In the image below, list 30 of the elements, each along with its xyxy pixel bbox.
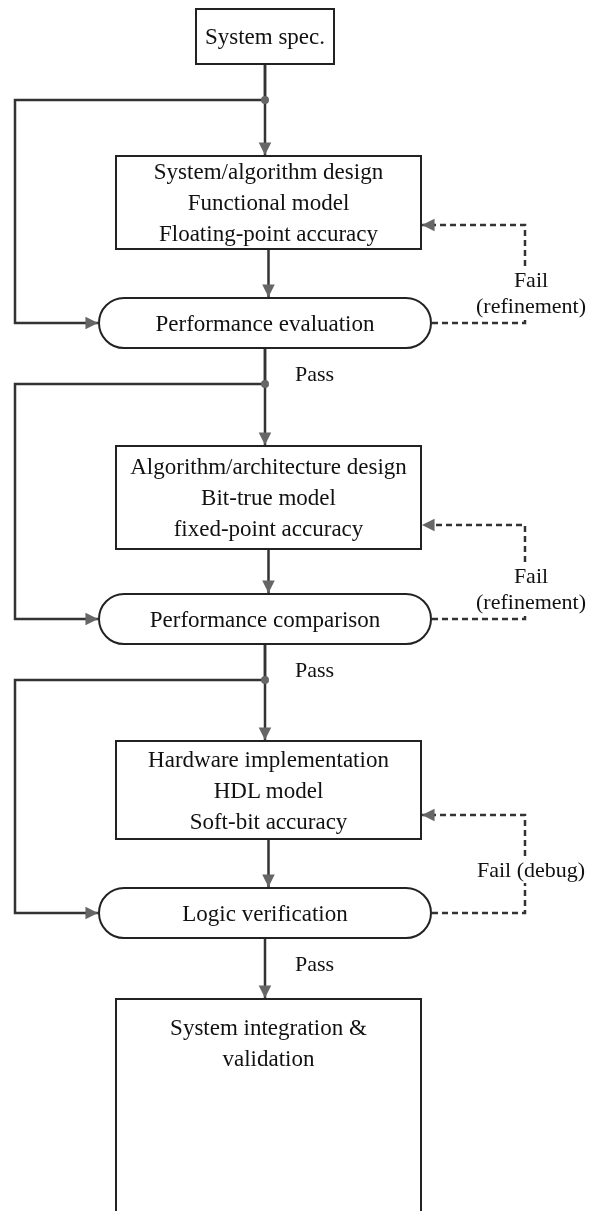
- arrow: [13, 65, 267, 330]
- terminal-box: [98, 887, 432, 939]
- node-label: Floating-point accuracy: [158, 220, 379, 248]
- node-label: System spec.: [204, 23, 326, 51]
- node-label: Bit-true model: [201, 484, 336, 512]
- dashed-arrow: [421, 808, 527, 915]
- node-label: HDL model: [213, 776, 324, 805]
- node-label: Algorithm/architecture design: [130, 453, 407, 481]
- process-box: [115, 998, 422, 1211]
- arrow: [258, 939, 272, 999]
- process-box: [115, 155, 422, 250]
- node-label: Soft-bit accuracy: [189, 807, 348, 836]
- terminal-box: [98, 593, 432, 645]
- node-label: Hardware implementation: [148, 745, 389, 774]
- node-label: Performance comparison: [149, 605, 381, 634]
- arrow: [262, 250, 275, 298]
- process-box: [195, 8, 335, 65]
- node-label: Logic verification: [182, 899, 348, 928]
- arrow: [13, 349, 267, 626]
- node-label: Functional model: [187, 189, 350, 217]
- terminal-box: [98, 297, 432, 349]
- arrow: [262, 840, 275, 888]
- process-box: [115, 445, 422, 550]
- arrow: [262, 550, 275, 594]
- node-label: System integration & validation: [169, 1014, 368, 1073]
- process-box: [115, 740, 422, 840]
- node-label: System/algorithm design: [153, 158, 384, 186]
- node-label: fixed-point accuracy: [173, 515, 364, 543]
- arrow: [13, 645, 267, 920]
- node-label: Performance evaluation: [155, 309, 375, 338]
